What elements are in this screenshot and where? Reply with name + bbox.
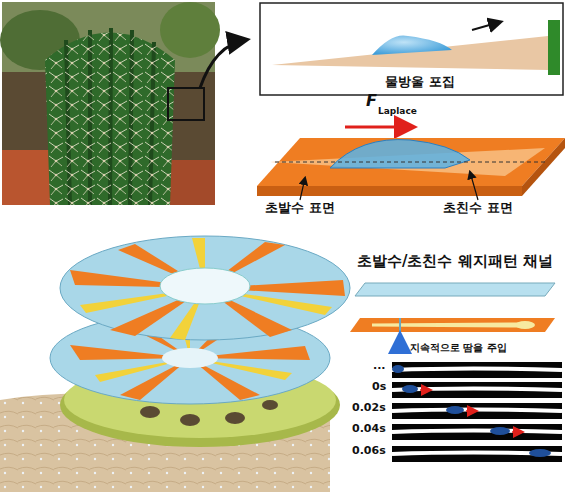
force-subscript: Laplace [378,106,417,116]
box-label: 물방울 포집 [385,75,455,90]
injection-note: 지속적으로 땀을 주입 [410,342,507,354]
time-label: 0s [372,381,386,394]
time-label: 0.06s [352,445,386,458]
time-label: 0.02s [352,402,386,415]
time-label: ... [373,360,386,373]
panel-title: 초발수/초친수 웨지패턴 채널 [357,253,553,270]
time-label: 0.04s [352,423,386,436]
force-symbol: F [366,92,377,110]
surface-label: 초친수 표면 [443,201,513,216]
collection-box: 물방울 포집 [261,4,562,94]
surface-label: 초발수 표면 [265,201,335,216]
